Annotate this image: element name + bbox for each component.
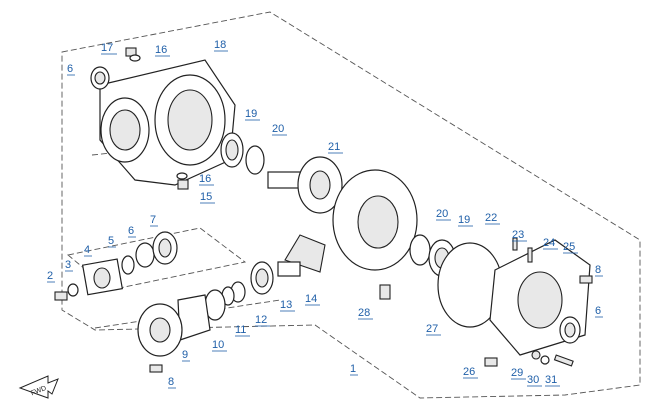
- callout-20: 20: [436, 208, 448, 220]
- callout-16: 16: [199, 173, 211, 185]
- assembly-outline: [61, 11, 641, 399]
- callout-19: 19: [245, 108, 257, 120]
- callout-28: 28: [358, 307, 370, 319]
- washer-3: [67, 283, 79, 297]
- callout-16: 16: [155, 44, 167, 56]
- seal-6-right: [559, 316, 581, 344]
- shim-20-right: [409, 234, 431, 266]
- callout-3: 3: [65, 259, 71, 271]
- bolt-8-right: [579, 275, 593, 284]
- callout-18: 18: [214, 39, 226, 51]
- callout-9: 9: [182, 349, 188, 361]
- callout-19: 19: [458, 214, 470, 226]
- callout-5: 5: [108, 235, 114, 247]
- callout-21: 21: [328, 141, 340, 153]
- callout-6: 6: [67, 63, 73, 75]
- callout-25: 25: [563, 241, 575, 253]
- differential-housing: [99, 59, 236, 186]
- callout-30: 30: [527, 374, 539, 386]
- callout-10: 10: [212, 339, 224, 351]
- callout-13: 13: [280, 299, 292, 311]
- callout-15: 15: [200, 191, 212, 203]
- callout-7: 7: [150, 214, 156, 226]
- nut-29: [531, 350, 541, 360]
- seal-6-top: [90, 66, 110, 90]
- callout-17: 17: [101, 42, 113, 54]
- shim-20-top: [245, 145, 265, 175]
- bearing-19-top: [220, 132, 244, 168]
- callout-2: 2: [47, 270, 53, 282]
- ring-gear: [332, 169, 418, 271]
- callout-8: 8: [168, 376, 174, 388]
- callout-14: 14: [305, 293, 317, 305]
- callout-27: 27: [426, 323, 438, 335]
- bolt-8-lower: [149, 364, 163, 373]
- seal-6-left: [135, 242, 155, 268]
- callout-24: 24: [543, 237, 555, 249]
- callout-11: 11: [235, 324, 246, 336]
- bolt-28: [379, 284, 391, 300]
- pin-23: [512, 237, 518, 251]
- callout-1: 1: [350, 363, 356, 375]
- cover-9: [137, 303, 183, 357]
- washer-30: [540, 355, 550, 365]
- plug-17: [125, 47, 141, 62]
- callouts: 17 16 18 6 19 20 21 16 15 7 6 5 4 3 2 20…: [47, 39, 603, 389]
- plug-15: [176, 172, 189, 190]
- callout-29: 29: [511, 367, 523, 379]
- callout-26: 26: [463, 366, 475, 378]
- flange-4: [81, 258, 124, 296]
- fwd-arrow: FWD: [18, 375, 59, 399]
- callout-6: 6: [595, 305, 601, 317]
- pinion-flange-21: [267, 156, 343, 214]
- callout-4: 4: [84, 244, 90, 256]
- callout-6: 6: [128, 225, 134, 237]
- stud-31: [553, 354, 574, 367]
- bearing-7: [152, 231, 178, 265]
- pinion-gear-14: [277, 234, 326, 277]
- ring-5: [121, 255, 135, 275]
- gasket-9: [177, 294, 211, 341]
- callout-23: 23: [512, 229, 524, 241]
- callout-31: 31: [545, 374, 557, 386]
- callout-12: 12: [255, 314, 267, 326]
- callout-8: 8: [595, 264, 601, 276]
- pin-24: [527, 247, 533, 263]
- callout-20: 20: [272, 123, 284, 135]
- bolt-2: [54, 291, 68, 301]
- bolt-26: [484, 357, 498, 367]
- callout-22: 22: [485, 212, 497, 224]
- bearing-13: [250, 261, 274, 295]
